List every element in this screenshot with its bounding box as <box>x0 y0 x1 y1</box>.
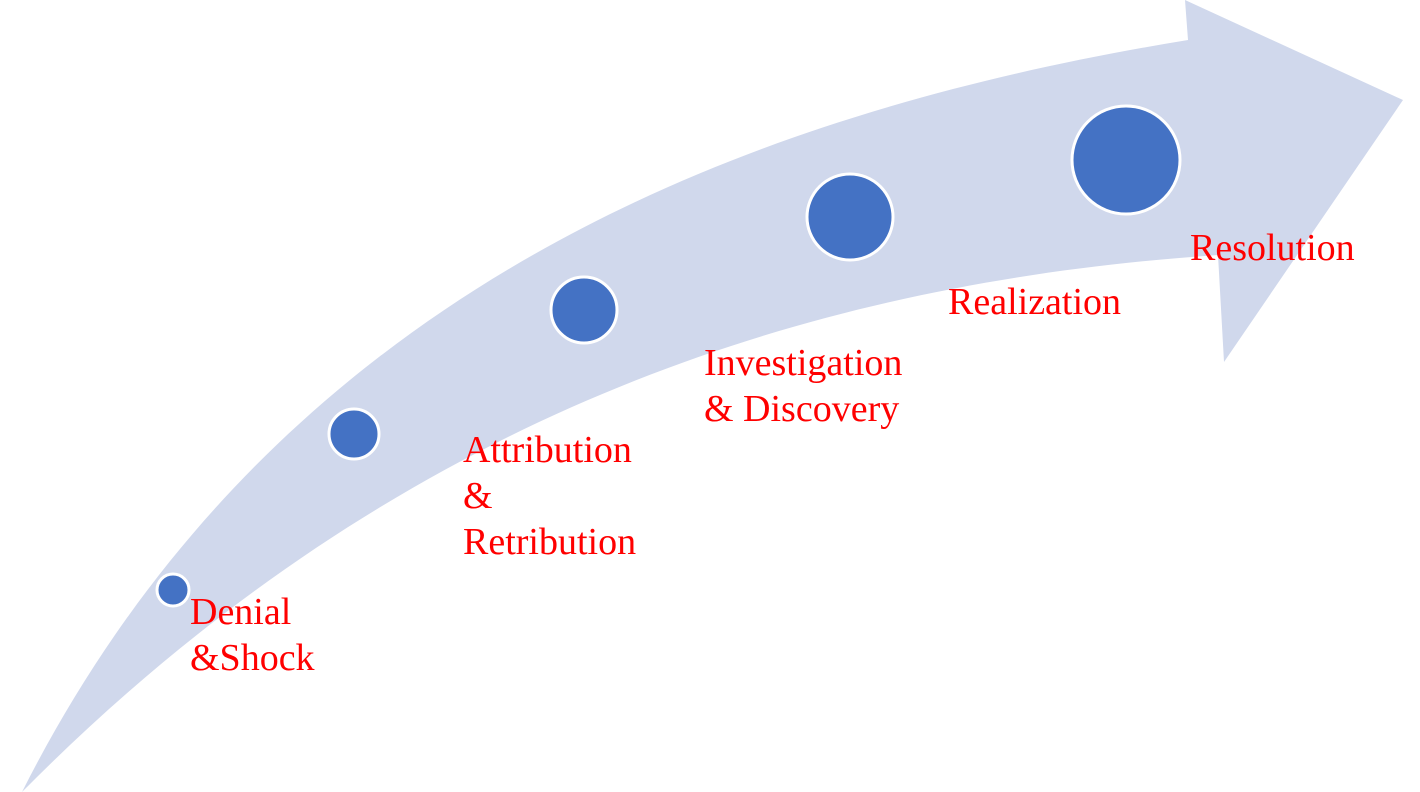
stage-label-line: & <box>463 475 493 517</box>
stage-label-line: Investigation <box>704 342 903 384</box>
stage-dot-1 <box>155 572 191 608</box>
stage-label-denial-shock: Denial &Shock <box>190 589 315 681</box>
curved-arrow <box>22 0 1403 792</box>
stage-label-investigation-discovery: Investigation & Discovery <box>704 340 902 432</box>
stage-dot-3 <box>549 275 619 345</box>
stage-label-line: Retribution <box>463 521 637 563</box>
stage-label-line: Resolution <box>1190 227 1355 269</box>
stage-dot-5 <box>1070 104 1182 216</box>
stage-label-realization: Realization <box>948 279 1121 325</box>
stage-dot-2 <box>327 407 381 461</box>
stage-dot-4 <box>805 172 895 262</box>
stage-label-line: Realization <box>948 281 1122 323</box>
stage-label-line: & Discovery <box>704 388 900 430</box>
stage-label-line: Attribution <box>463 429 632 471</box>
stage-label-line: Denial <box>190 591 292 633</box>
stage-label-attribution-retribution: Attribution & Retribution <box>463 427 636 565</box>
stage-label-resolution: Resolution <box>1190 225 1355 271</box>
stage-label-line: &Shock <box>190 637 315 679</box>
